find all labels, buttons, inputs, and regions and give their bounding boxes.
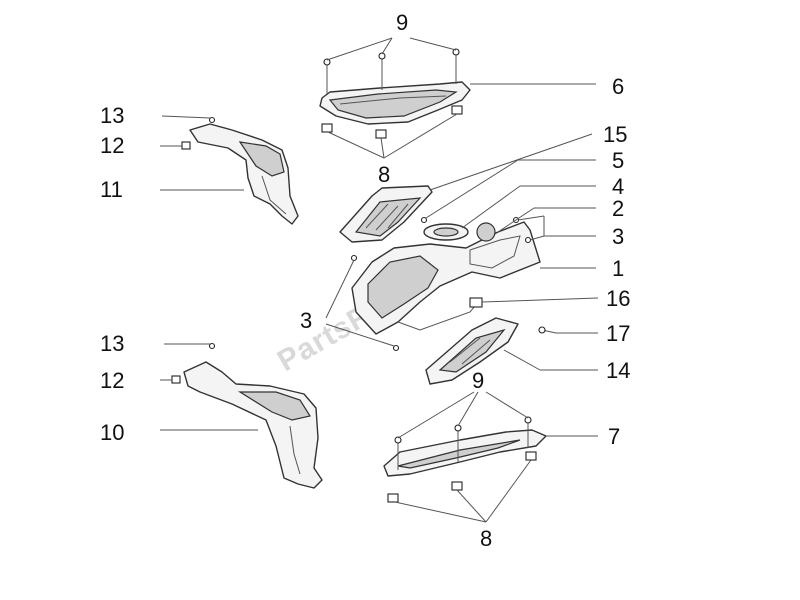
part-14-lower-grille xyxy=(425,317,519,385)
callout-9-top: 9 xyxy=(396,10,408,35)
part-9-top-screws xyxy=(323,48,460,94)
callout-2: 2 xyxy=(612,196,624,221)
part-15-grille xyxy=(339,185,433,243)
callout-11: 11 xyxy=(100,177,123,202)
callout-13-bottom: 13 xyxy=(100,331,124,356)
part-7-bottom-panel xyxy=(383,429,547,503)
callout-3-left: 3 xyxy=(300,308,312,333)
part-6-top-panel xyxy=(319,81,471,139)
callout-8-top: 8 xyxy=(378,162,390,187)
callout-12-top: 12 xyxy=(100,133,124,158)
part-10-side-bracket xyxy=(183,361,323,489)
callout-7: 7 xyxy=(608,424,620,449)
part-17-screw xyxy=(538,326,557,334)
part-11-side-bracket xyxy=(189,123,299,225)
callout-15: 15 xyxy=(603,122,627,147)
part-1-center-panel xyxy=(351,221,541,335)
callout-12-bottom: 12 xyxy=(100,368,124,393)
part-16-clip xyxy=(469,297,483,308)
callout-8-bottom: 8 xyxy=(480,526,492,551)
callout-17: 17 xyxy=(606,321,630,346)
leader-lines xyxy=(160,37,599,523)
part-12-13-top-fasteners xyxy=(181,116,216,150)
callout-10: 10 xyxy=(100,420,124,445)
callout-1: 1 xyxy=(612,256,624,281)
callout-13-top: 13 xyxy=(100,103,124,128)
callout-9-bottom: 9 xyxy=(472,368,484,393)
callout-3-right: 3 xyxy=(612,224,624,249)
callout-labels: 9 6 13 12 11 8 15 5 4 2 3 1 3 16 17 13 1… xyxy=(100,10,630,551)
callout-5: 5 xyxy=(612,148,624,173)
part-4-5-filler-cap xyxy=(420,216,469,241)
callout-4: 4 xyxy=(612,174,624,199)
callout-6: 6 xyxy=(612,74,624,99)
callout-14: 14 xyxy=(606,358,630,383)
callout-16: 16 xyxy=(606,286,630,311)
part-9-bottom-screws xyxy=(394,416,532,470)
